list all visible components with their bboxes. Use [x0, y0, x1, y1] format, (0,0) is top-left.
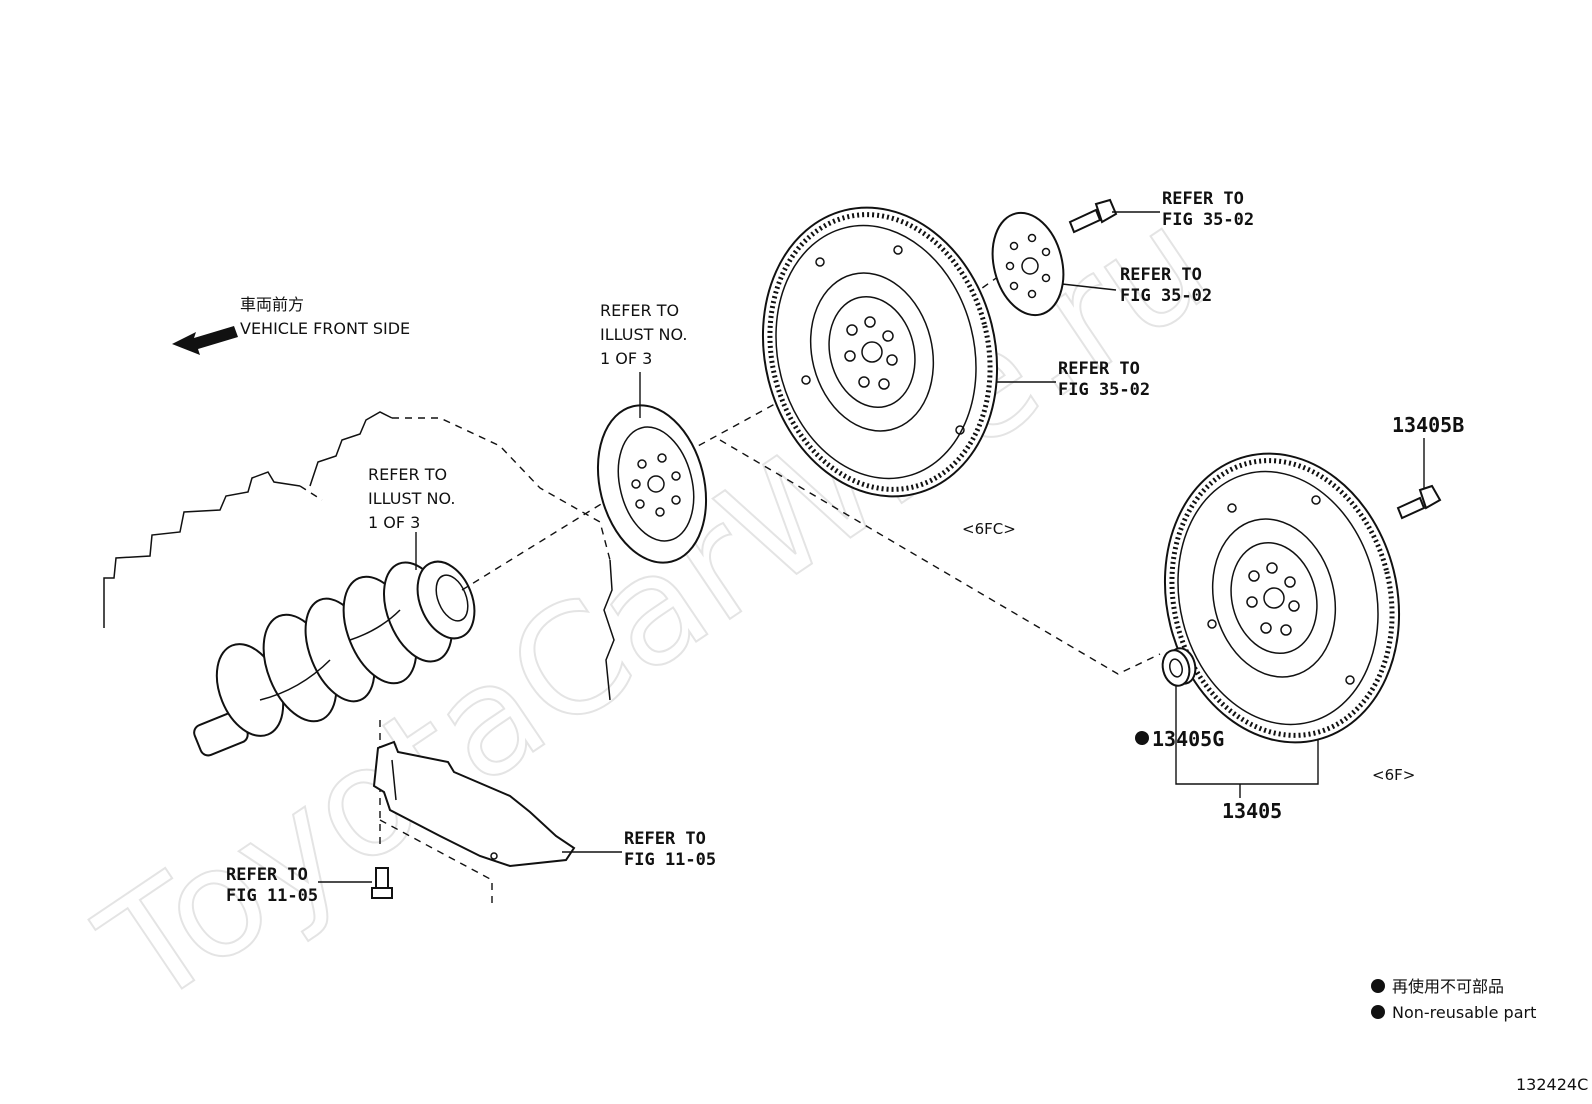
svg-text:1 OF 3: 1 OF 3 [368, 513, 420, 532]
svg-text:REFER TO: REFER TO [226, 865, 308, 885]
refer-fig35-plate: REFER TO FIG 35-02 [1120, 265, 1212, 306]
svg-text:ILLUST NO.: ILLUST NO. [368, 489, 455, 508]
svg-text:REFER TO: REFER TO [624, 829, 706, 849]
svg-text:1 OF 3: 1 OF 3 [600, 349, 652, 368]
part-number-13405b: 13405B [1392, 413, 1464, 437]
legend-dot-icon [1371, 979, 1385, 993]
refer-fig35-flywheel: REFER TO FIG 35-02 [1058, 359, 1150, 400]
rear-cover-plate [372, 740, 576, 868]
svg-text:REFER TO: REFER TO [600, 301, 679, 320]
refer-illust-top: REFER TO ILLUST NO. 1 OF 3 [600, 301, 687, 368]
legend-dot-icon [1371, 1005, 1385, 1019]
engine-block-outline [103, 411, 615, 701]
svg-text:ILLUST NO.: ILLUST NO. [600, 325, 687, 344]
pilot-bearing [1161, 647, 1197, 687]
refer-fig11-bolt: REFER TO FIG 11-05 [226, 865, 318, 906]
flywheel-bolt-13405b [1396, 484, 1442, 520]
cover-phantom-line [379, 819, 493, 906]
part-number-13405g: 13405G [1152, 727, 1224, 751]
legend-label-en: Non-reusable part [1392, 1003, 1536, 1022]
vehicle-front-arrow-icon [172, 326, 238, 355]
refer-illust-crank: REFER TO ILLUST NO. 1 OF 3 [368, 465, 455, 532]
refer-fig11-cover: REFER TO FIG 11-05 [624, 829, 716, 870]
variant-6f: <6F> [1372, 766, 1415, 784]
centerline-to-bearing [719, 439, 1161, 675]
flywheel-6f [1163, 452, 1401, 744]
svg-text:FIG 35-02: FIG 35-02 [1058, 380, 1150, 400]
drive-plate [596, 404, 708, 564]
flywheel-6fc [761, 206, 999, 498]
leader-13405-bracket [1175, 686, 1319, 798]
leader-plate [1061, 283, 1117, 291]
svg-text:FIG 35-02: FIG 35-02 [1162, 210, 1254, 230]
part-number-13405: 13405 [1222, 799, 1282, 823]
svg-text:FIG 11-05: FIG 11-05 [226, 886, 318, 906]
direction-label-jp: 車両前方 [240, 295, 304, 314]
svg-text:REFER TO: REFER TO [1162, 189, 1244, 209]
cover-bolt [371, 867, 393, 899]
retainer-plate [991, 211, 1065, 317]
legend-label-jp: 再使用不可部品 [1392, 977, 1504, 996]
crankshaft [193, 560, 476, 757]
svg-text:FIG 11-05: FIG 11-05 [624, 850, 716, 870]
svg-text:REFER TO: REFER TO [1058, 359, 1140, 379]
variant-6fc: <6FC> [962, 520, 1016, 538]
figure-number: 132424C [1516, 1075, 1588, 1094]
refer-fig35-bolt: REFER TO FIG 35-02 [1162, 189, 1254, 230]
svg-text:FIG 35-02: FIG 35-02 [1120, 286, 1212, 306]
svg-text:REFER TO: REFER TO [368, 465, 447, 484]
direction-label-en: VEHICLE FRONT SIDE [240, 319, 410, 338]
svg-text:REFER TO: REFER TO [1120, 265, 1202, 285]
flywheel-bolt-upper [1068, 198, 1118, 234]
legend: 再使用不可部品 Non-reusable part [1371, 977, 1536, 1022]
non-reusable-marker-icon [1135, 731, 1149, 745]
